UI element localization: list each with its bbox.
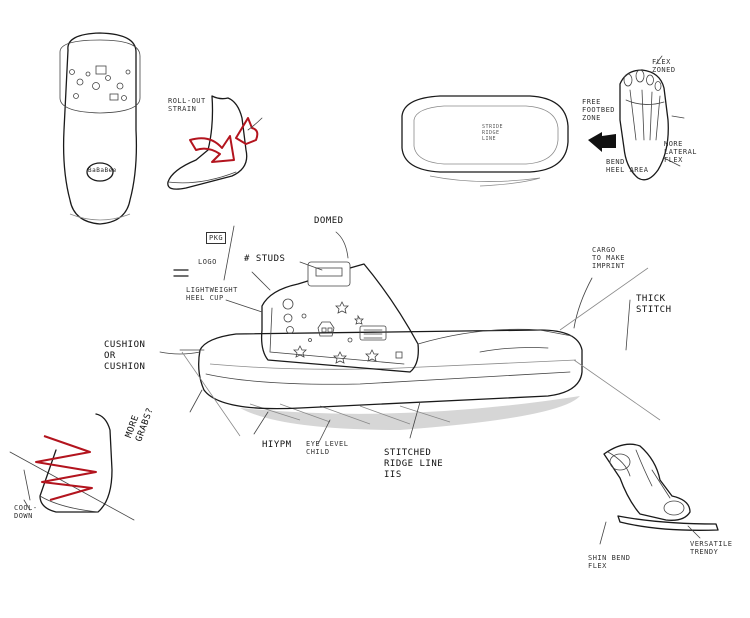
note-lightweight: LIGHTWEIGHT HEEL CUP (186, 286, 238, 302)
note-bend-heel: BEND HEEL AREA (606, 158, 649, 174)
note-eye-level: EYE LEVEL CHILD (306, 440, 349, 456)
note-flex-zones: FLEX ZONED (652, 58, 676, 74)
note-stitched: STITCHED RIDGE LINE IIS (384, 448, 444, 480)
note-free-footbed: FREE FOOTBED ZONE (582, 98, 616, 122)
top-view-logo-text: BaBaBee (88, 167, 117, 174)
note-cushion: CUSHION OR CUSHION (104, 340, 146, 372)
sole-label-text: STRIDE RIDGE LINE (482, 124, 504, 142)
note-studs: # STUDS (244, 254, 286, 264)
note-domed: DOMED (314, 216, 344, 226)
note-cargo: CARGO TO MAKE IMPRINT (592, 246, 626, 270)
note-cool-down: COOL- DOWN (14, 504, 38, 520)
note-thick-stitch: THICK STITCH (636, 294, 672, 315)
note-more-lateral: MORE LATERAL FLEX (664, 140, 698, 164)
note-pkg: PKG (206, 232, 227, 244)
note-logo: LOGO (198, 258, 217, 266)
note-versatile: VERSATILE TRENDY (690, 540, 733, 556)
note-hiypm: HIYPM (262, 440, 292, 450)
note-shin-flex: SHIN BEND FLEX (588, 554, 631, 570)
note-roll-over: ROLL-OUT STRAIN (168, 97, 206, 113)
